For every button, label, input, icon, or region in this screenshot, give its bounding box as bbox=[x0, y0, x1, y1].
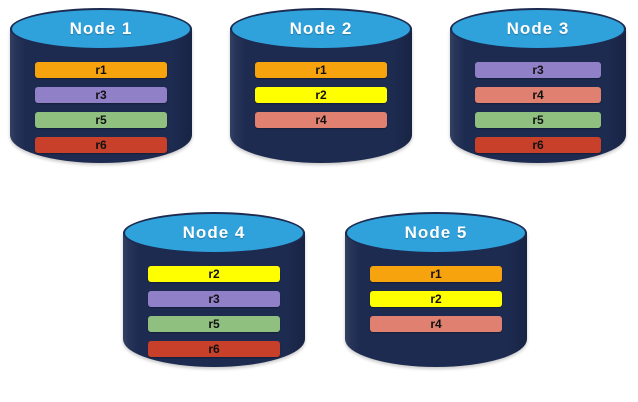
replica-list: r1 r2 r4 bbox=[370, 266, 502, 341]
replica-list: r1 r2 r4 bbox=[255, 62, 387, 137]
replica-bar[interactable]: r2 bbox=[148, 266, 280, 282]
node-4[interactable]: Node 4 r2 r3 r5 r6 bbox=[123, 212, 305, 387]
replica-bar[interactable]: r1 bbox=[370, 266, 502, 282]
node-title: Node 1 bbox=[69, 19, 133, 38]
replica-bar[interactable]: r3 bbox=[474, 62, 602, 78]
node-title: Node 5 bbox=[404, 223, 468, 242]
replica-bar[interactable]: r3 bbox=[148, 291, 280, 307]
replica-label: r1 bbox=[315, 63, 327, 77]
replica-bar[interactable]: r5 bbox=[148, 316, 280, 332]
replica-label: r3 bbox=[532, 63, 544, 77]
replica-label: r6 bbox=[532, 138, 544, 152]
node-title: Node 4 bbox=[182, 223, 246, 242]
node-3[interactable]: Node 3 r3 r4 r5 r6 bbox=[450, 8, 626, 183]
cylinder-top-ellipse: Node 5 bbox=[345, 212, 527, 254]
replica-label: r2 bbox=[208, 267, 220, 281]
replica-label: r5 bbox=[95, 113, 107, 127]
replica-bar[interactable]: r5 bbox=[474, 112, 602, 128]
node-title: Node 2 bbox=[289, 19, 353, 38]
replica-bar[interactable]: r4 bbox=[255, 112, 387, 128]
replica-label: r4 bbox=[532, 88, 544, 102]
cylinder-top-ellipse: Node 4 bbox=[123, 212, 305, 254]
replica-bar[interactable]: r4 bbox=[370, 316, 502, 332]
node-title: Node 3 bbox=[506, 19, 570, 38]
replica-bar[interactable]: r6 bbox=[148, 341, 280, 357]
replica-bar[interactable]: r2 bbox=[255, 87, 387, 103]
replica-bar[interactable]: r5 bbox=[35, 112, 167, 128]
replica-bar[interactable]: r6 bbox=[474, 137, 602, 153]
cylinder-top-ellipse: Node 3 bbox=[450, 8, 626, 50]
replica-label: r3 bbox=[95, 88, 107, 102]
replica-label: r4 bbox=[430, 317, 442, 331]
replica-list: r1 r3 r5 r6 bbox=[35, 62, 167, 162]
replica-bar[interactable]: r4 bbox=[474, 87, 602, 103]
replica-list: r2 r3 r5 r6 bbox=[148, 266, 280, 366]
cylinder-top-ellipse: Node 2 bbox=[230, 8, 412, 50]
replica-label: r2 bbox=[430, 292, 442, 306]
node-2[interactable]: Node 2 r1 r2 r4 bbox=[230, 8, 412, 183]
replica-label: r1 bbox=[430, 267, 442, 281]
replica-label: r6 bbox=[208, 342, 220, 356]
replica-bar[interactable]: r6 bbox=[35, 137, 167, 153]
replica-label: r4 bbox=[315, 113, 327, 127]
replica-bar[interactable]: r1 bbox=[35, 62, 167, 78]
replica-label: r5 bbox=[208, 317, 220, 331]
node-5[interactable]: Node 5 r1 r2 r4 bbox=[345, 212, 527, 387]
replica-label: r5 bbox=[532, 113, 544, 127]
replica-bar[interactable]: r2 bbox=[370, 291, 502, 307]
replica-label: r6 bbox=[95, 138, 107, 152]
replica-label: r2 bbox=[315, 88, 327, 102]
replica-label: r1 bbox=[95, 63, 107, 77]
replica-bar[interactable]: r1 bbox=[255, 62, 387, 78]
cylinder-top-ellipse: Node 1 bbox=[10, 8, 192, 50]
replica-label: r3 bbox=[208, 292, 220, 306]
replica-list: r3 r4 r5 r6 bbox=[474, 62, 602, 162]
replica-bar[interactable]: r3 bbox=[35, 87, 167, 103]
node-1[interactable]: Node 1 r1 r3 r5 r6 bbox=[10, 8, 192, 183]
